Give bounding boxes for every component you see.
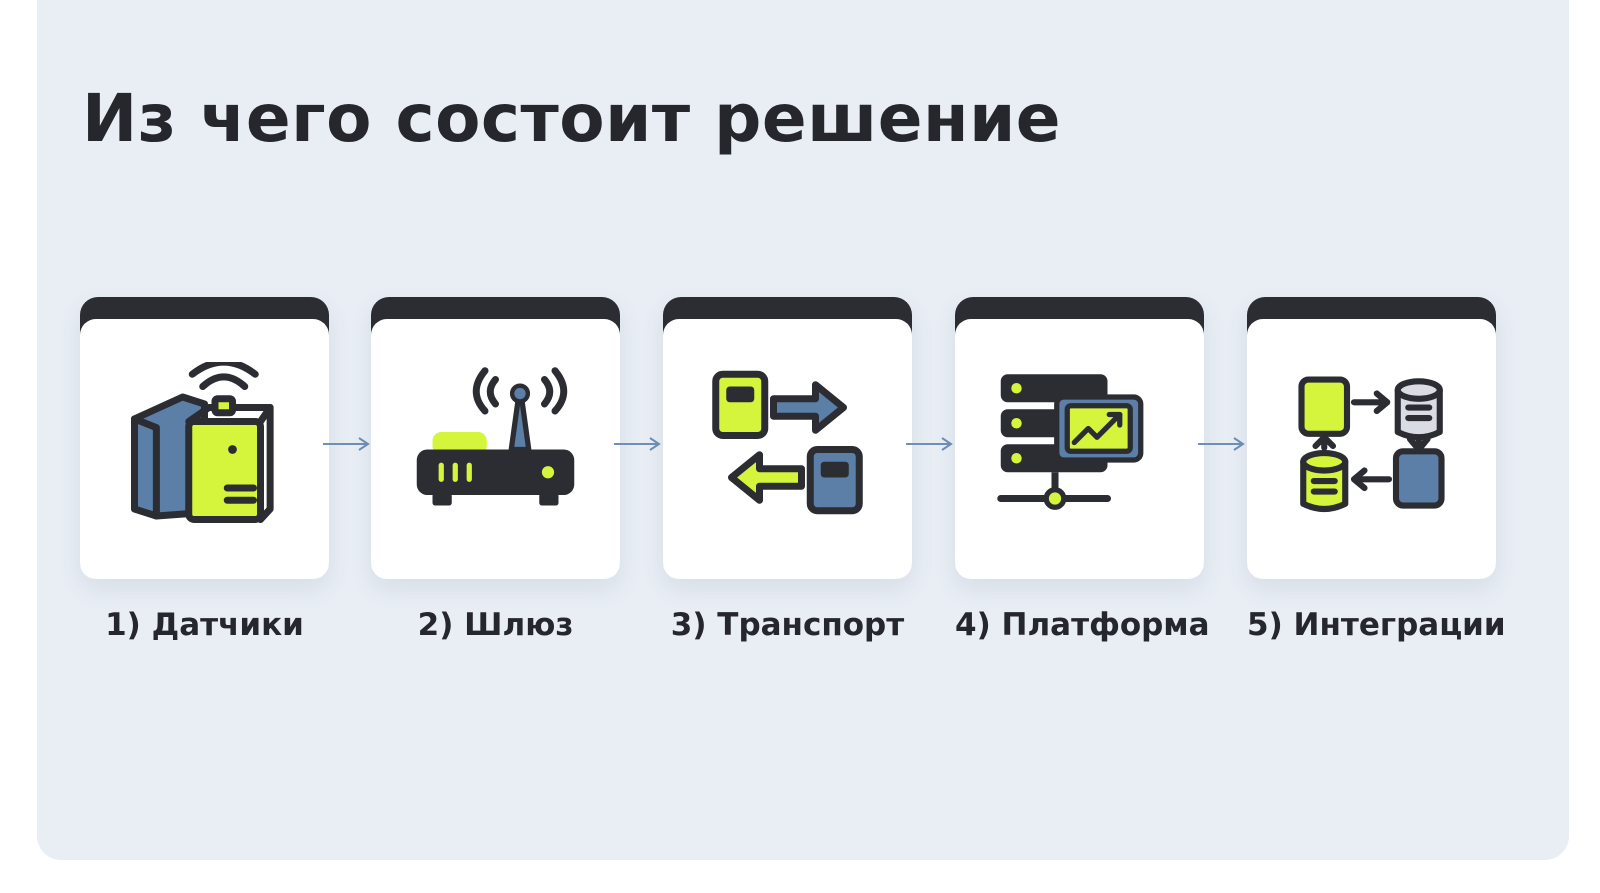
step-integrations: 5) Интеграции: [1247, 297, 1506, 643]
step-gateway: 2) Шлюз: [371, 297, 620, 643]
arrow-right-icon: [906, 437, 953, 451]
step-card: [1247, 297, 1496, 579]
step-sensors: 1) Датчики: [80, 297, 329, 643]
step-card: [955, 297, 1204, 579]
server-platform-icon: [992, 362, 1167, 537]
step-transport: 3) Транспорт: [663, 297, 912, 643]
integrations-icon: [1284, 362, 1459, 537]
step-label: 1) Датчики: [105, 607, 304, 643]
step-card: [80, 297, 329, 579]
sensors-icon: [117, 361, 292, 537]
step-label: 2) Шлюз: [417, 607, 574, 643]
router-gateway-icon: [408, 362, 583, 537]
step-label: 4) Платформа: [955, 607, 1210, 643]
arrow-right-icon: [614, 437, 661, 451]
step-card: [371, 297, 620, 579]
arrow-right-icon: [323, 437, 370, 451]
arrow-right-icon: [1198, 437, 1245, 451]
step-label: 5) Интеграции: [1247, 607, 1506, 643]
step-card: [663, 297, 912, 579]
step-platform: 4) Платформа: [955, 297, 1210, 643]
data-transfer-icon: [700, 362, 875, 537]
page-title: Из чего состоит решение: [82, 80, 1062, 157]
step-label: 3) Транспорт: [670, 607, 905, 643]
